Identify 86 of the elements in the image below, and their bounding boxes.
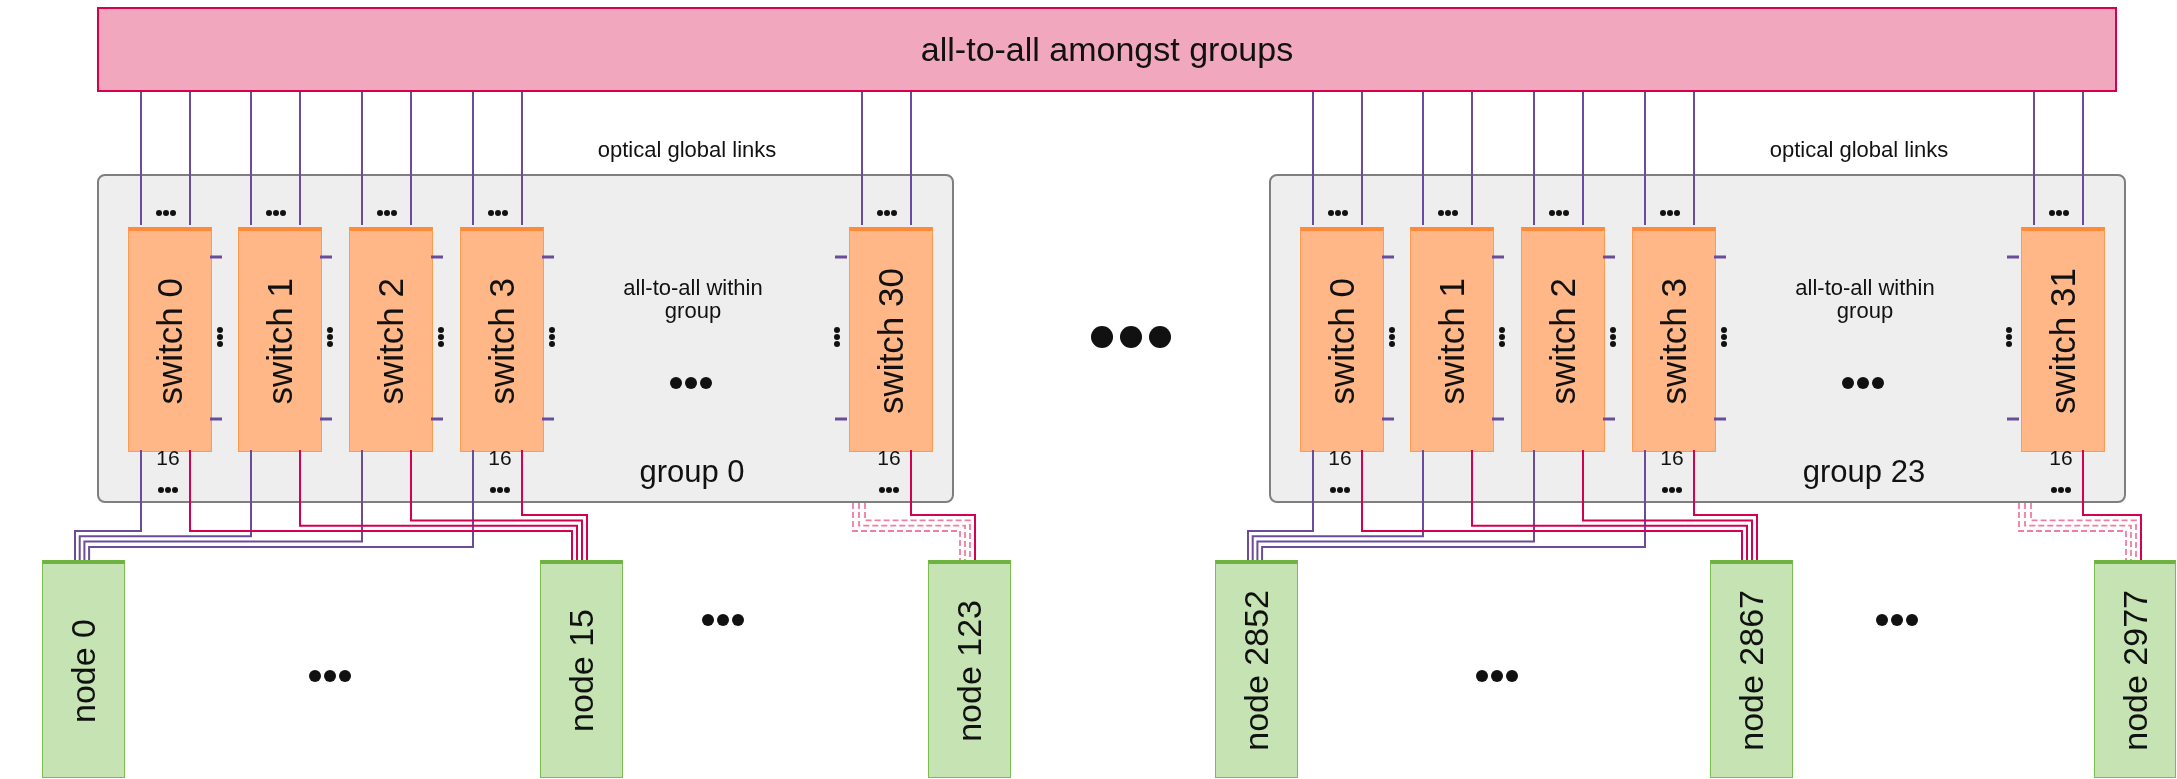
link-line: [74, 449, 142, 561]
link-line: [521, 91, 523, 226]
link-line: [1693, 449, 1758, 561]
bar-title: all-to-all amongst groups: [920, 30, 1294, 69]
link-line: [410, 91, 412, 226]
link-line: [1471, 91, 1473, 226]
node-label: node 123: [950, 599, 989, 742]
link-line: [1471, 449, 1748, 561]
link-line: [1693, 91, 1695, 226]
switch-box: [849, 227, 933, 452]
link-line: [140, 91, 142, 226]
link-line: [2033, 91, 2035, 226]
switch-label: switch 1: [1432, 277, 1472, 405]
node-label: node 2867: [1732, 590, 1771, 751]
switch-label: switch 3: [482, 277, 522, 405]
node-label: node 2977: [2115, 590, 2155, 751]
link-line: [2082, 449, 2142, 561]
switch-box: [128, 227, 212, 452]
link-line: [189, 91, 191, 226]
node-label: node 2852: [1237, 590, 1276, 751]
link-line: [78, 449, 252, 561]
compute-node-box: [2094, 560, 2176, 778]
switch-label: switch 1: [260, 277, 300, 405]
switch-label: switch 0: [1322, 277, 1362, 405]
switch-box: [460, 227, 544, 452]
switch-box: [238, 227, 322, 452]
switch-label: switch 30: [871, 268, 911, 414]
switch-box: [2021, 227, 2105, 452]
link-line: [1256, 449, 1535, 561]
compute-node-box: [42, 560, 125, 778]
group-description: all-to-all within group: [1794, 276, 1936, 323]
link-line: [83, 449, 363, 561]
link-line: [299, 91, 301, 226]
switch-box: [1632, 227, 1716, 452]
compute-node-box: [540, 560, 623, 778]
node-label: node 0: [64, 618, 103, 723]
link-line: [1582, 449, 1753, 561]
link-line: [472, 91, 474, 226]
switch-box: [1521, 227, 1605, 452]
link-line: [910, 91, 912, 226]
link-line: [189, 449, 573, 561]
port-count: 16: [488, 446, 512, 470]
link-line: [1247, 449, 1314, 561]
node-label: node 15: [562, 609, 601, 732]
port-count: 16: [2049, 446, 2073, 470]
group-label: group 23: [1801, 456, 1927, 489]
link-line: [2082, 91, 2084, 226]
group-panel: [1269, 174, 2126, 503]
switch-box: [1300, 227, 1384, 452]
link-line: [861, 91, 863, 226]
link-line: [1261, 449, 1646, 561]
group-label: group 0: [638, 456, 746, 489]
link-line: [1361, 91, 1363, 226]
switch-label: switch 2: [1543, 277, 1583, 405]
link-caption: optical global links: [597, 137, 777, 163]
link-line: [1361, 449, 1743, 561]
link-line: [910, 449, 976, 561]
link-line: [1533, 91, 1535, 226]
port-count: 16: [1328, 446, 1352, 470]
switch-box: [1410, 227, 1494, 452]
compute-node-box: [1215, 560, 1298, 778]
link-caption: optical global links: [1769, 137, 1949, 163]
link-line: [88, 449, 474, 561]
link-line: [250, 91, 252, 226]
switch-label: switch 2: [371, 277, 411, 405]
link-line: [521, 449, 588, 561]
switch-label: switch 0: [150, 277, 190, 405]
link-line: [361, 91, 363, 226]
compute-node-box: [1710, 560, 1793, 778]
group-description: all-to-all within group: [622, 276, 764, 323]
link-line: [1251, 449, 1424, 561]
link-line: [1582, 91, 1584, 226]
port-count: 16: [156, 446, 180, 470]
switch-label: switch 31: [2043, 268, 2083, 414]
link-line: [1312, 91, 1314, 226]
link-line: [410, 449, 583, 561]
group-panel: [97, 174, 954, 503]
group-interconnect-bar: [97, 7, 2117, 92]
link-line: [1644, 91, 1646, 226]
switch-box: [349, 227, 433, 452]
link-line: [299, 449, 578, 561]
link-line: [1422, 91, 1424, 226]
port-count: 16: [877, 446, 901, 470]
compute-node-box: [928, 560, 1011, 778]
switch-label: switch 3: [1654, 277, 1694, 405]
port-count: 16: [1660, 446, 1684, 470]
